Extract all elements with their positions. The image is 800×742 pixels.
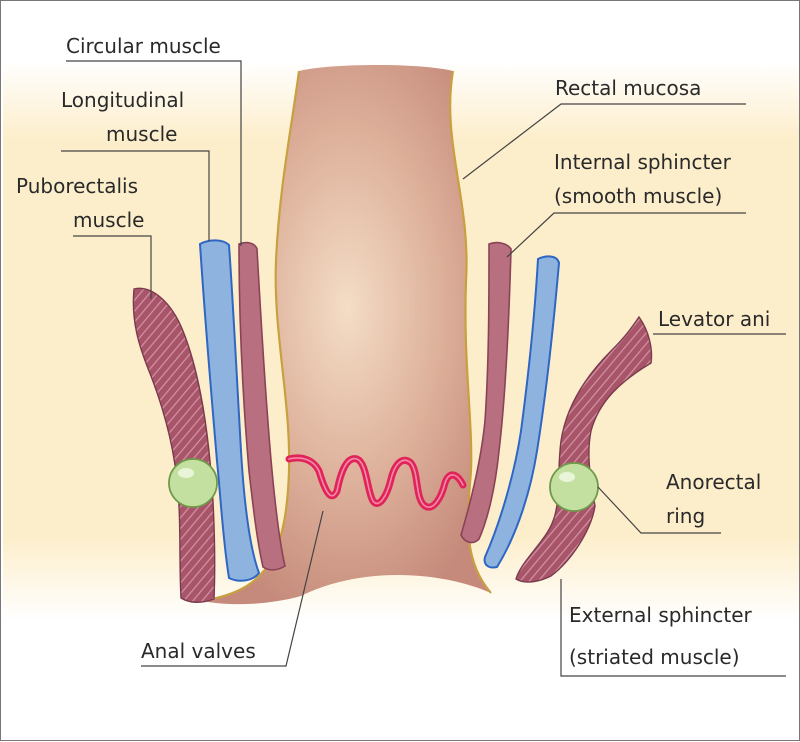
label-puborectalis-line2: muscle bbox=[73, 208, 144, 232]
circular-muscle-left bbox=[238, 241, 286, 571]
label-external-sphincter-line2: (striated muscle) bbox=[569, 645, 740, 669]
label-external-sphincter-line1: External sphincter bbox=[569, 603, 753, 627]
internal-sphincter-right bbox=[460, 241, 512, 544]
label-longitudinal-muscle-line2: muscle bbox=[106, 122, 177, 146]
ring-highlight-left bbox=[178, 468, 194, 478]
leader-rectal-mucosa bbox=[462, 103, 746, 180]
puborectalis-muscle-left bbox=[132, 287, 216, 603]
label-anal-valves: Anal valves bbox=[141, 639, 256, 663]
leader-longitudinal-muscle bbox=[61, 150, 210, 241]
anorectal-ring-right bbox=[549, 462, 599, 512]
label-anorectal-ring-line1: Anorectal bbox=[666, 470, 761, 494]
label-internal-sphincter-line2: (smooth muscle) bbox=[554, 184, 722, 208]
levator-ani-external-sphincter bbox=[515, 315, 653, 583]
longitudinal-muscle-left bbox=[198, 239, 261, 582]
anal-valves-highlight bbox=[288, 457, 464, 508]
label-anorectal-ring-line2: ring bbox=[666, 504, 705, 528]
leader-anorectal-ring bbox=[597, 486, 721, 534]
anorectal-ring-left bbox=[168, 458, 218, 508]
leader-internal-sphincter bbox=[506, 212, 746, 258]
rectum bbox=[203, 65, 491, 605]
leader-circular-muscle bbox=[66, 60, 242, 246]
label-levator-ani: Levator ani bbox=[658, 307, 770, 331]
label-longitudinal-muscle-line1: Longitudinal bbox=[61, 88, 184, 112]
leader-external-sphincter bbox=[560, 579, 786, 677]
longitudinal-muscle-right bbox=[483, 255, 561, 569]
leader-puborectalis bbox=[73, 235, 152, 299]
label-puborectalis-line1: Puborectalis bbox=[16, 174, 138, 198]
leader-anal-valves bbox=[141, 510, 324, 667]
label-internal-sphincter-line1: Internal sphincter bbox=[554, 150, 732, 174]
label-circular-muscle: Circular muscle bbox=[66, 34, 221, 58]
ring-highlight-right bbox=[559, 472, 575, 482]
label-rectal-mucosa: Rectal mucosa bbox=[555, 76, 701, 100]
